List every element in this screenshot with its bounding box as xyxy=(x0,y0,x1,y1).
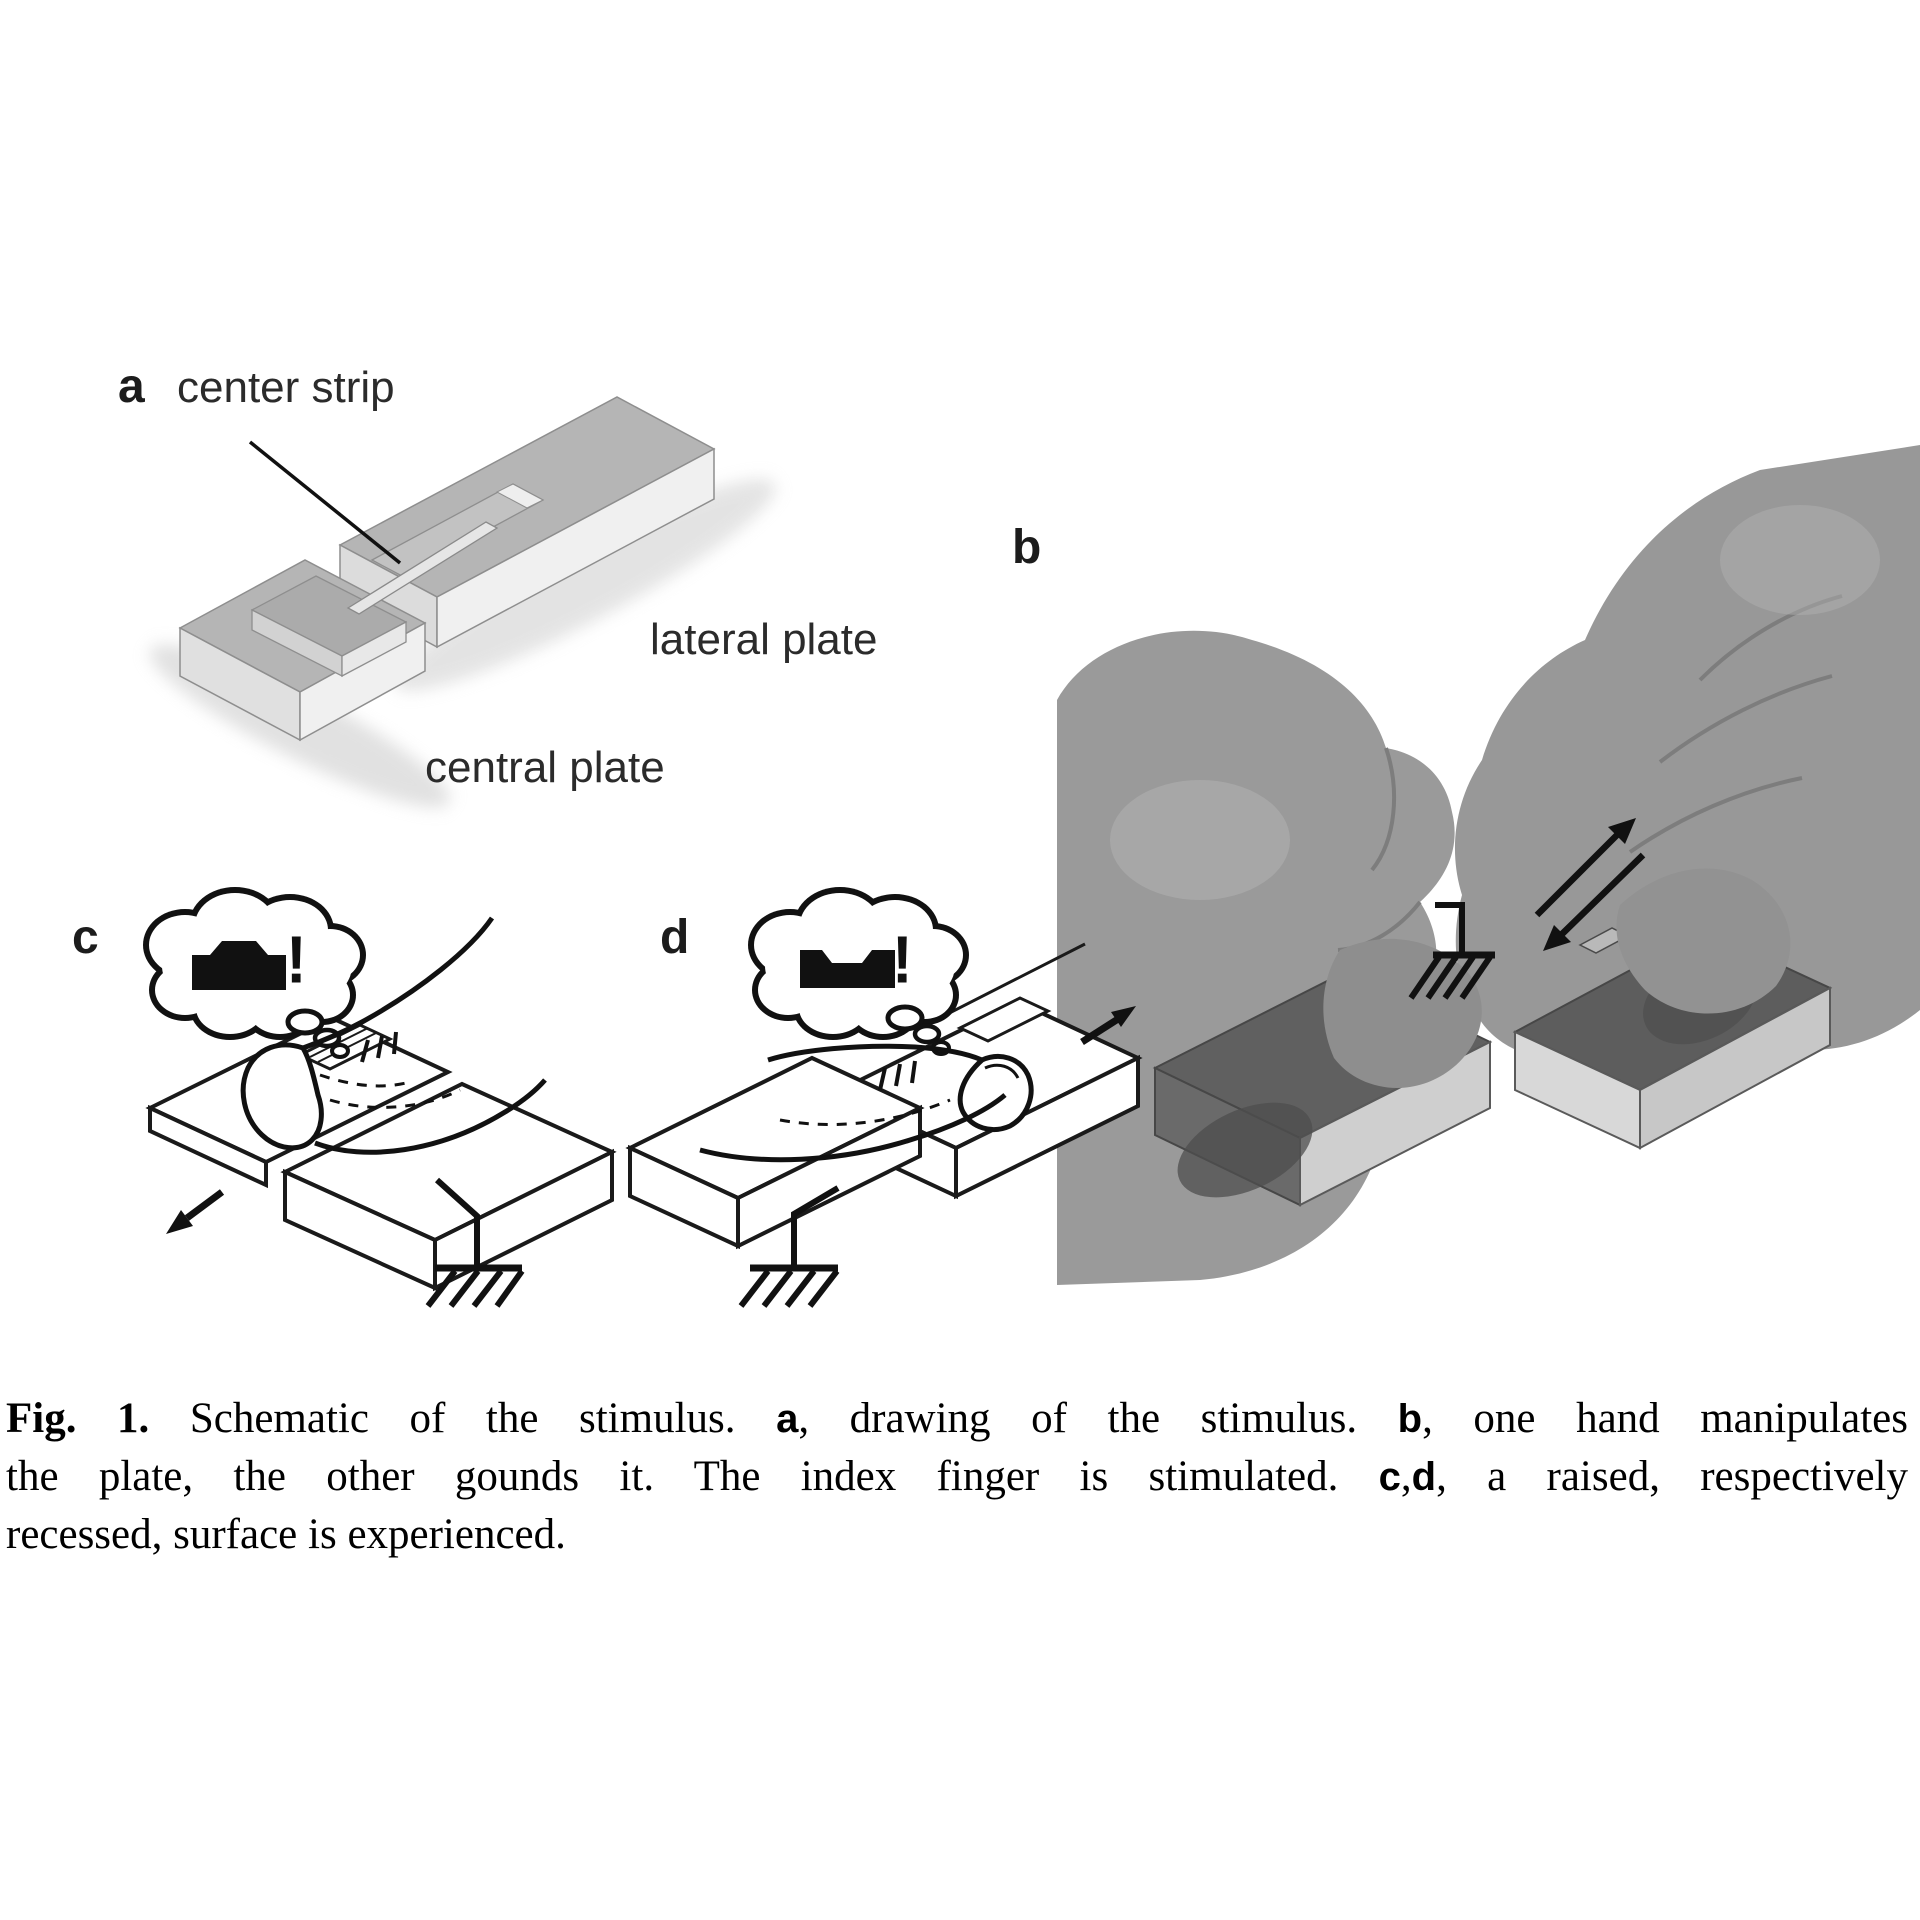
panel-label-b: b xyxy=(1012,521,1042,574)
right-index-finger xyxy=(1616,868,1791,1014)
caption-segment: , a raised, respectively xyxy=(1436,1453,1908,1500)
figure-caption: Fig. 1. Schematic of the stimulus. a, dr… xyxy=(6,1390,1908,1563)
thought-bubble-icon xyxy=(748,887,969,1056)
panel-label-c: c xyxy=(72,911,99,964)
lateral-plate-label: lateral plate xyxy=(650,615,878,664)
caption-segment: b xyxy=(1397,1397,1423,1441)
caption-segment: the plate, the other gounds it. The inde… xyxy=(6,1453,1379,1500)
photo-hands xyxy=(1057,445,1920,1285)
exclamation-mark-c: ! xyxy=(286,923,307,998)
panel-label-d: d xyxy=(660,911,690,964)
recessed-profile-icon xyxy=(800,950,895,988)
caption-segment: Schematic of the stimulus. xyxy=(149,1395,777,1442)
caption-segment: c xyxy=(1378,1455,1401,1499)
thought-bubble-icon xyxy=(143,887,366,1059)
caption-segment: recessed, surface is experienced. xyxy=(6,1511,566,1558)
caption-segment: Fig. 1. xyxy=(6,1395,150,1442)
caption-line: Fig. 1. Schematic of the stimulus. a, dr… xyxy=(6,1390,1908,1448)
center-strip-label: center strip xyxy=(177,363,395,412)
shadow xyxy=(394,479,776,691)
caption-segment: , xyxy=(1400,1453,1412,1500)
caption-segment: a xyxy=(776,1397,799,1441)
panel-label-a: a xyxy=(118,360,145,413)
arrow-ne-icon xyxy=(1080,1006,1136,1045)
stimulus-drawing xyxy=(149,396,776,808)
caption-line: the plate, the other gounds it. The inde… xyxy=(6,1448,1908,1506)
central-plate-shape xyxy=(178,559,427,742)
exclamation-mark-d: ! xyxy=(892,923,913,998)
finger-sketch-c xyxy=(240,916,547,1155)
sketch-plates-d xyxy=(625,996,1143,1250)
caption-segment: , one hand manipulates xyxy=(1422,1395,1909,1442)
panel-d-sketch xyxy=(625,887,1143,1308)
ground-symbol-icon xyxy=(425,1177,525,1308)
caption-segment: d xyxy=(1411,1455,1437,1499)
leader-line xyxy=(248,440,402,565)
caption-line: recessed, surface is experienced. xyxy=(6,1506,1908,1563)
caption-segment: , drawing of the stimulus. xyxy=(798,1395,1398,1442)
raised-profile-icon xyxy=(192,941,286,990)
central-plate-label: central plate xyxy=(425,743,665,792)
ground-symbol-icon xyxy=(1408,902,1495,1000)
center-strip-shape xyxy=(346,521,499,615)
ground-symbol-icon xyxy=(738,1185,840,1308)
double-arrow-icon xyxy=(1534,818,1646,951)
right-hand xyxy=(1454,445,1920,1071)
arrow-sw-icon xyxy=(166,1189,225,1234)
finger-sketch-d xyxy=(699,1043,1034,1163)
panel-c-sketch xyxy=(143,887,617,1308)
slot-end-wall xyxy=(495,483,545,509)
